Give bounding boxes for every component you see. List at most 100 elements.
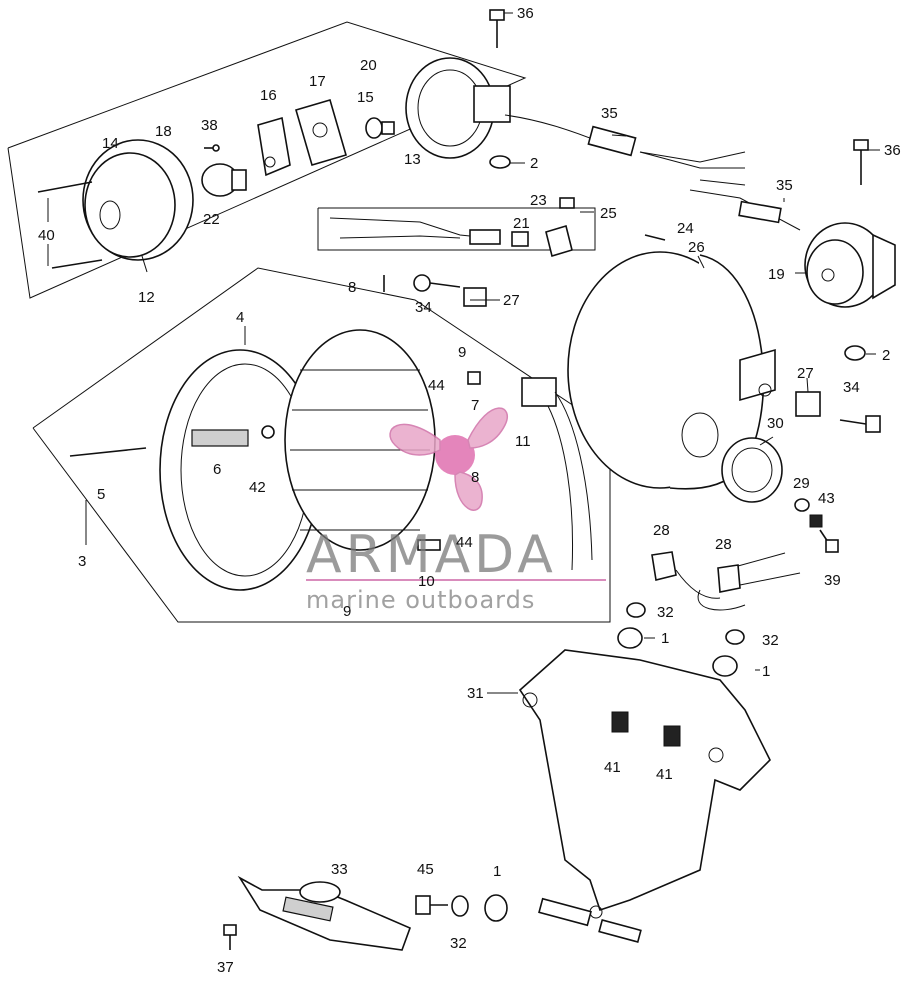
callout-12: 12 — [138, 289, 155, 306]
bolt-34-right — [839, 415, 881, 433]
connector-21 — [511, 231, 529, 247]
callout-34-right: 34 — [843, 379, 860, 396]
bolt-39 — [819, 529, 839, 553]
bolt-34-mid — [413, 274, 461, 292]
callout-20: 20 — [360, 57, 377, 74]
bracket-foot — [538, 897, 642, 943]
callout-26: 26 — [688, 239, 705, 256]
socket-28-right — [697, 552, 801, 611]
collar-32-lower — [451, 895, 469, 917]
callout-2-top: 2 — [530, 155, 538, 172]
callout-11: 11 — [515, 433, 531, 450]
collar-27-mid — [463, 287, 487, 307]
cushion-1-upper — [617, 627, 643, 649]
callout-6: 6 — [213, 461, 221, 478]
callout-8-top: 8 — [348, 279, 356, 296]
callout-17: 17 — [309, 73, 326, 90]
callout-9-low: 9 — [343, 603, 351, 620]
callout-29: 29 — [793, 475, 810, 492]
callout-16: 16 — [260, 87, 277, 104]
group-frame-12 — [7, 21, 527, 299]
socket-16 — [257, 116, 291, 177]
callout-31: 31 — [467, 685, 484, 702]
grommet-30 — [721, 437, 783, 503]
bolt-36-right — [853, 139, 869, 185]
callout-10: 10 — [418, 573, 435, 590]
bulb-holder-17 — [295, 99, 347, 166]
callout-labels: 36 17 20 16 15 38 14 18 13 35 2 36 35 22… — [38, 5, 901, 976]
callout-32-right: 32 — [762, 632, 779, 649]
callout-27-mid: 27 — [503, 292, 520, 309]
callout-35-right: 35 — [776, 177, 793, 194]
grommet-2-right — [844, 345, 866, 361]
callout-39: 39 — [824, 572, 841, 589]
socket-28-left — [651, 551, 721, 599]
cushion-1-right — [712, 655, 738, 677]
nut-43 — [809, 514, 823, 528]
callout-41-right: 41 — [656, 766, 673, 783]
cushion-1-lower — [484, 894, 508, 922]
callout-4: 4 — [236, 309, 244, 326]
callout-32-upper: 32 — [657, 604, 674, 621]
collar-32-right — [725, 629, 745, 645]
callout-18: 18 — [155, 123, 172, 140]
case-13 — [405, 57, 511, 159]
callout-1-right: 1 — [762, 663, 770, 680]
callout-44-low: 44 — [456, 534, 473, 551]
callout-2-right: 2 — [882, 347, 890, 364]
callout-28-right: 28 — [715, 536, 732, 553]
callout-36-top: 36 — [517, 5, 534, 22]
collar-32-upper — [626, 602, 646, 618]
collar-27-right — [795, 391, 821, 417]
headlight-lens-14 — [82, 139, 194, 261]
callout-8-mid: 8 — [471, 469, 479, 486]
callout-32-lower: 32 — [450, 935, 467, 952]
screw-38 — [204, 144, 220, 152]
nut-41-left — [611, 711, 629, 733]
bulb-22 — [201, 163, 247, 197]
clip-10 — [417, 539, 441, 551]
bolt-40 — [37, 181, 103, 269]
callout-33: 33 — [331, 861, 348, 878]
cap-23 — [559, 197, 575, 209]
spring-6 — [191, 429, 249, 447]
emblem-33 — [237, 875, 412, 951]
callout-19: 19 — [768, 266, 785, 283]
callout-43: 43 — [818, 490, 835, 507]
screw-37 — [223, 924, 237, 950]
watermark-propeller-logo — [389, 407, 508, 511]
callout-38: 38 — [201, 117, 218, 134]
washer-29 — [794, 498, 810, 512]
group-frame-25 — [317, 207, 596, 251]
callout-15: 15 — [357, 89, 374, 106]
nut-41-right — [663, 725, 681, 747]
callout-7: 7 — [471, 397, 479, 414]
leader-lines — [47, 12, 880, 694]
callout-41-left: 41 — [604, 759, 621, 776]
watermark: ARMADA marine outboards — [306, 407, 606, 614]
callout-34-mid: 34 — [415, 299, 432, 316]
turn-signal-19 — [804, 222, 896, 308]
callout-13: 13 — [404, 151, 421, 168]
callout-1-upper: 1 — [661, 630, 669, 647]
nut-42 — [261, 425, 275, 439]
callout-37: 37 — [217, 959, 234, 976]
callout-23: 23 — [530, 192, 547, 209]
headlight-case-26 — [567, 251, 776, 490]
bolt-45 — [415, 895, 448, 915]
callout-35-top: 35 — [601, 105, 618, 122]
watermark-tagline: marine outboards — [306, 586, 535, 614]
clip-24 — [644, 234, 666, 241]
callout-3: 3 — [78, 553, 86, 570]
harness-35-top — [504, 114, 746, 169]
headlight-stay-31 — [518, 649, 771, 919]
callout-42: 42 — [249, 479, 266, 496]
connector-11 — [521, 377, 593, 571]
clip-7 — [467, 371, 481, 385]
callout-1-lower: 1 — [493, 863, 501, 880]
harness-35-right — [689, 179, 801, 231]
wiring-set-25 — [329, 217, 501, 245]
callout-14: 14 — [102, 135, 119, 152]
callout-30: 30 — [767, 415, 784, 432]
callout-9-top: 9 — [458, 344, 466, 361]
